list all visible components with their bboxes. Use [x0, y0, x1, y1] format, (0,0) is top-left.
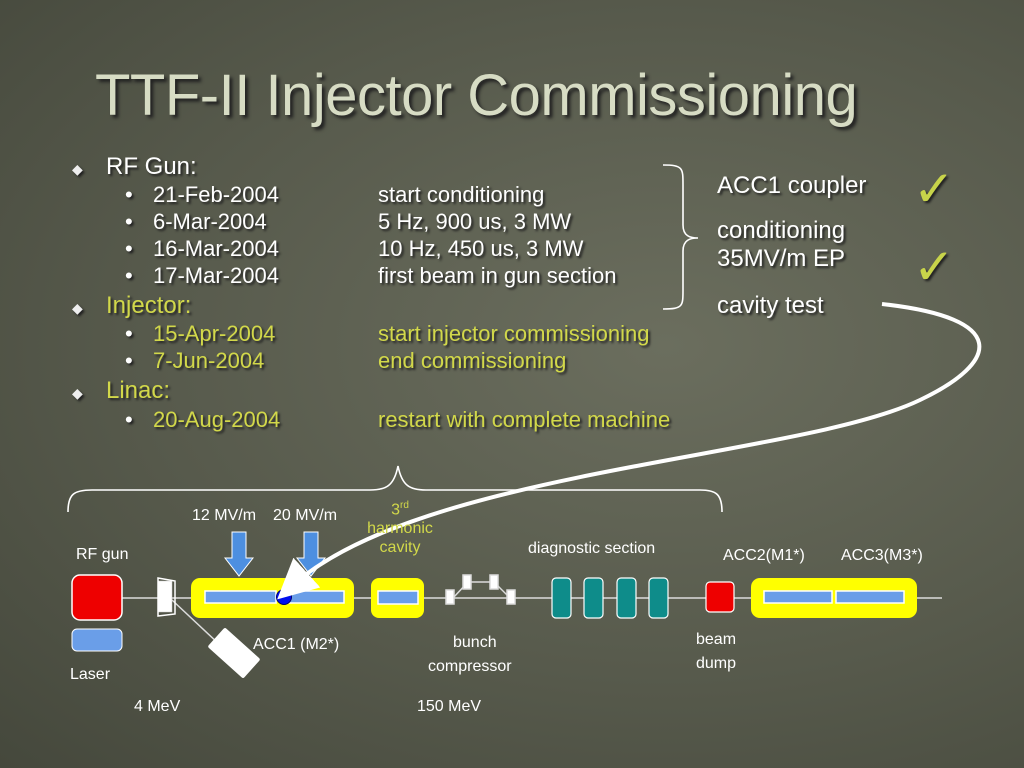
check-mark-icon: ✓	[913, 161, 955, 217]
acc2-cavity	[763, 590, 833, 604]
section-heading: Injector:	[106, 292, 192, 319]
harmonic-line-1: harmonic	[367, 520, 433, 538]
item-date: 21-Feb-2004	[153, 182, 279, 207]
section-heading: RF Gun:	[106, 153, 197, 180]
harmonic-cavity-inner	[377, 590, 419, 605]
item-date: 16-Mar-2004	[153, 236, 279, 261]
defective-cavity-marker	[276, 589, 292, 605]
beam-dump-block	[705, 581, 735, 613]
diagnostic-element	[648, 577, 669, 619]
item-date: 15-Apr-2004	[153, 321, 276, 346]
item-date: 17-Mar-2004	[153, 263, 279, 288]
dot-bullet-icon: •	[125, 321, 133, 346]
beam-dump-label-1: beam	[696, 631, 737, 648]
diamond-bullet-icon: ◆	[72, 300, 83, 316]
section-linac: ◆ Linac:	[72, 377, 170, 405]
harmonic-number: 3	[391, 501, 400, 519]
dot-bullet-icon: •	[125, 182, 133, 207]
gradient-label-2: 20 MV/m	[273, 507, 338, 524]
gradient-arrow-icon	[223, 531, 255, 577]
side-note-coupler: ACC1 coupler	[717, 172, 867, 199]
dot-bullet-icon: •	[125, 348, 133, 373]
side-note-conditioning: conditioning	[717, 217, 846, 244]
diamond-bullet-icon: ◆	[72, 385, 83, 401]
acc1-cavity	[288, 590, 345, 604]
low-energy-dump	[208, 628, 260, 678]
item-desc: 10 Hz, 450 us, 3 MW	[378, 236, 584, 261]
side-note-cavity-test: cavity test	[717, 292, 824, 319]
item-desc: start injector commissioning	[378, 321, 650, 346]
diamond-bullet-icon: ◆	[72, 161, 83, 177]
gradient-label-1: 12 MV/m	[192, 507, 257, 524]
cavity-test-arrow	[277, 302, 982, 600]
laser-block	[71, 628, 123, 652]
list-item: • 7-Jun-2004 end commissioning	[125, 348, 566, 374]
section-injector: ◆ Injector:	[72, 292, 191, 320]
dot-bullet-icon: •	[125, 236, 133, 261]
right-brace	[662, 164, 699, 310]
diagnostic-element	[616, 577, 637, 619]
dump-line	[171, 599, 221, 646]
list-item: • 20-Aug-2004 restart with complete machi…	[125, 407, 670, 433]
top-brace	[67, 465, 723, 513]
rf-gun-label: RF gun	[76, 546, 129, 563]
acc3-label: ACC3(M3*)	[841, 547, 923, 564]
item-desc: restart with complete machine	[378, 407, 671, 432]
acc2-label: ACC2(M1*)	[723, 547, 805, 564]
dot-bullet-icon: •	[125, 209, 133, 234]
acc2-acc3-module	[751, 578, 917, 618]
bunch-compressor-label-2: compressor	[428, 658, 512, 675]
item-date: 20-Aug-2004	[153, 407, 281, 432]
list-item: • 6-Mar-2004 5 Hz, 900 us, 3 MW	[125, 209, 571, 235]
item-desc: end commissioning	[378, 348, 567, 373]
item-date: 6-Mar-2004	[153, 209, 267, 234]
item-desc: 5 Hz, 900 us, 3 MW	[378, 209, 572, 234]
list-item: • 17-Mar-2004 first beam in gun section	[125, 263, 616, 289]
bunch-compressor-label-1: bunch	[453, 634, 497, 651]
acc3-cavity	[835, 590, 905, 604]
item-desc: start conditioning	[378, 182, 545, 207]
section-heading: Linac:	[106, 377, 171, 404]
diagnostic-element	[551, 577, 572, 619]
gun-coupler-shape	[157, 577, 176, 617]
bunch-compressor-chicane	[445, 574, 516, 605]
item-desc: first beam in gun section	[378, 263, 617, 288]
page-title: TTF-II Injector Commissioning	[95, 63, 858, 128]
dot-bullet-icon: •	[125, 407, 133, 432]
list-item: • 21-Feb-2004 start conditioning	[125, 182, 544, 208]
beam-dump-label-2: dump	[696, 655, 737, 672]
harmonic-superscript: rd	[400, 500, 409, 511]
acc1-cavity	[204, 590, 277, 604]
diagnostic-label: diagnostic section	[528, 540, 656, 557]
energy-label-1: 4 MeV	[134, 698, 181, 715]
acc1-label: ACC1 (M2*)	[253, 636, 340, 653]
harmonic-cavity-label: 3rd harmonic cavity	[352, 496, 448, 557]
side-note-ep: 35MV/m EP	[717, 245, 846, 272]
gun-coupler-shape	[157, 580, 173, 613]
rf-gun-block	[71, 574, 123, 621]
energy-label-2: 150 MeV	[417, 698, 482, 715]
list-item: • 16-Mar-2004 10 Hz, 450 us, 3 MW	[125, 236, 583, 262]
diagnostic-element	[583, 577, 604, 619]
item-date: 7-Jun-2004	[153, 348, 265, 373]
check-mark-icon: ✓	[913, 239, 955, 295]
laser-label: Laser	[70, 666, 111, 683]
harmonic-line-2: cavity	[379, 539, 421, 557]
dot-bullet-icon: •	[125, 263, 133, 288]
list-item: • 15-Apr-2004 start injector commissionin…	[125, 321, 649, 347]
section-rf-gun: ◆ RF Gun:	[72, 153, 197, 181]
